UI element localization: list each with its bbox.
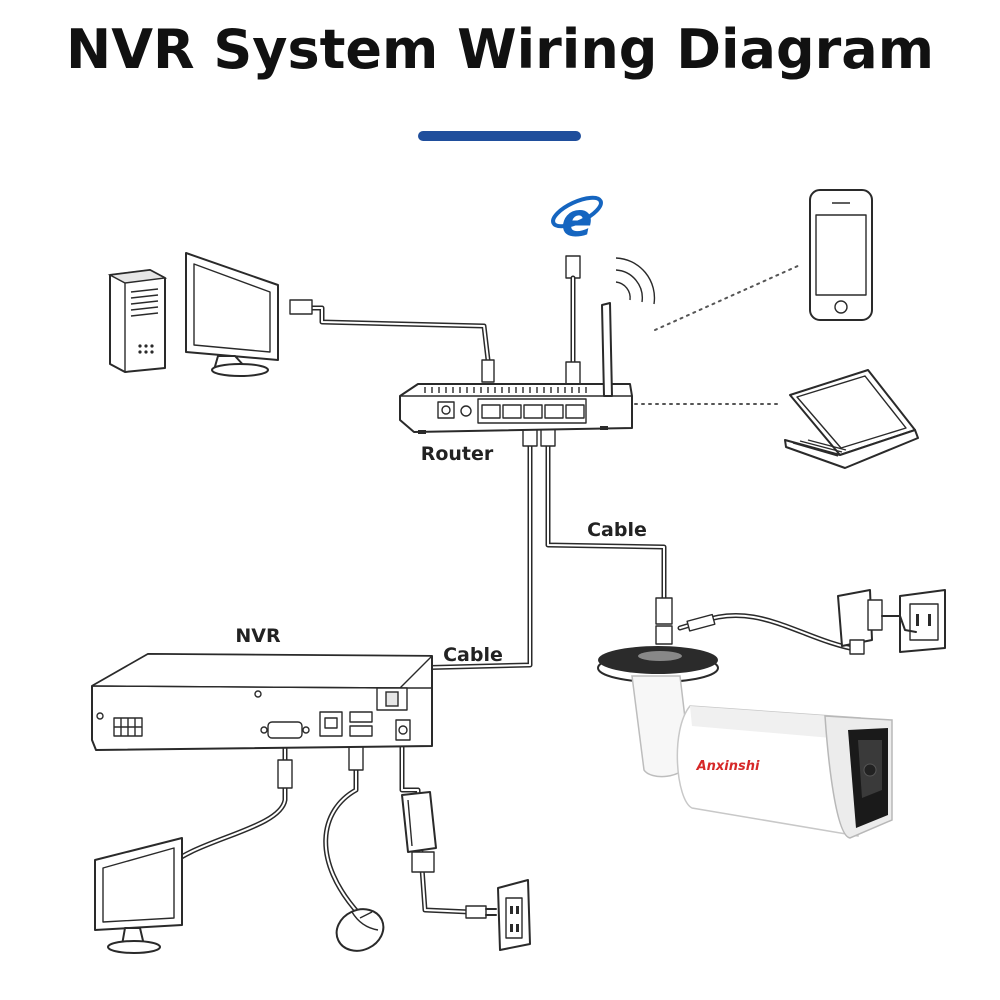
cable-label-camera: Cable <box>587 519 647 541</box>
cable-label-nvr: Cable <box>443 644 503 666</box>
camera-power-outlet-icon <box>881 589 946 653</box>
power-outlet-icon <box>465 879 531 951</box>
mouse-icon <box>335 908 385 952</box>
pc-router-cable <box>289 299 495 383</box>
desktop-computer-icon <box>107 252 279 377</box>
title-underline <box>418 131 581 141</box>
internet-explorer-icon: e <box>551 193 603 247</box>
camera-brand-label: Anxinshi <box>696 759 760 774</box>
nvr-monitor-cable <box>162 742 293 873</box>
router-label: Router <box>421 443 494 465</box>
power-adapter-icon <box>401 791 437 873</box>
svg-text:e: e <box>561 193 592 247</box>
nvr-icon <box>91 653 433 751</box>
smartphone-icon <box>809 189 873 321</box>
nvr-mouse-cable <box>323 739 364 918</box>
wifi-signal-icon <box>615 257 656 305</box>
nvr-label: NVR <box>235 625 281 647</box>
camera-power-cable <box>677 612 863 653</box>
bullet-camera-icon: Anxinshi <box>597 646 893 839</box>
camera-power-adapter-icon <box>837 589 883 655</box>
internet-router-cable <box>565 255 581 385</box>
laptop-icon <box>784 369 919 469</box>
wireless-link-phone <box>654 264 801 331</box>
router-icon <box>399 302 633 434</box>
monitor-icon <box>94 837 183 954</box>
page-title: NVR System Wiring Diagram <box>66 18 934 81</box>
